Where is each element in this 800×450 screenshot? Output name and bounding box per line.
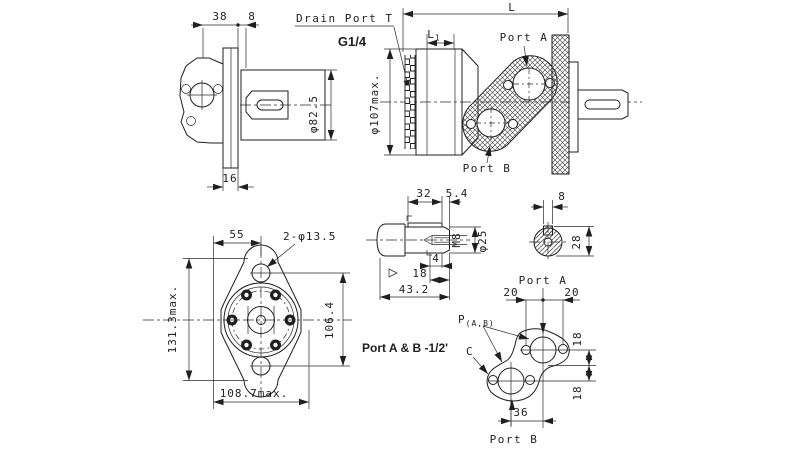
dim-36-label: 36 xyxy=(513,406,528,419)
dim-holes-label: 2-φ13.5 xyxy=(283,230,336,243)
dim-131-3: 131.3max. xyxy=(166,259,248,381)
dim-dia-82-5: φ82.5 xyxy=(307,70,337,140)
port-size-note: Port A & B -1/2' xyxy=(362,341,448,355)
dim-key-8-label: 8 xyxy=(558,190,566,203)
callout-mount-holes: 2-φ13.5 xyxy=(267,230,336,267)
shaft-outline xyxy=(405,227,450,253)
thread-callout: M8 xyxy=(450,232,468,248)
dim-8: 8 xyxy=(248,10,256,23)
port-a-label: Port A xyxy=(519,274,568,287)
side-mount-plate xyxy=(223,48,238,168)
c-callout: C xyxy=(466,345,488,374)
port-flange-outline xyxy=(487,329,569,401)
key-section-view: 8 28 xyxy=(529,190,594,262)
drain-port-callout: Drain Port T G1/4 xyxy=(295,12,410,90)
body-bolts xyxy=(226,289,296,351)
side-port-flange-outline xyxy=(180,58,223,143)
dim-L1: L1 xyxy=(427,28,454,49)
dim-18-upper-label: 18 xyxy=(571,331,584,346)
drain-gear-section xyxy=(404,55,416,149)
dim-20-right-label: 20 xyxy=(564,286,579,299)
dim-key-8: 8 xyxy=(531,190,568,224)
output-shaft xyxy=(578,90,628,119)
port-a-bolt-hole xyxy=(504,81,513,90)
port-b-label: Port B xyxy=(490,433,539,446)
main-port-b-label: Port B xyxy=(463,162,512,175)
dim-dia-107: φ107max. xyxy=(368,49,416,155)
tapped-hole-m8 xyxy=(424,236,450,245)
finish-mark xyxy=(389,269,397,277)
side-shaft xyxy=(246,91,288,119)
dim-36: 36 xyxy=(498,400,556,426)
dim-38-8: 38 8 xyxy=(191,10,259,68)
main-port-a-label: Port A xyxy=(500,31,549,44)
dim-32-5-4: 32 5.4 xyxy=(408,187,469,229)
dim-28: 28 xyxy=(554,227,594,257)
c-label: C xyxy=(466,345,474,358)
motor-body xyxy=(416,49,462,155)
dim-dia-25-label: φ25 xyxy=(476,230,489,253)
drain-port-label: Drain Port T xyxy=(296,12,393,25)
dim-18-label: 18 xyxy=(412,267,427,280)
port-a-bolt xyxy=(559,345,568,354)
dim-106-4-label: 106.4 xyxy=(323,301,336,339)
dim-L: L xyxy=(403,1,568,52)
shaft-detail-view: 32 5.4 M8 φ25 4 18 43 xyxy=(366,187,489,301)
dim-dia-25: φ25 xyxy=(450,227,489,253)
dim-28-label: 28 xyxy=(570,234,583,249)
port-b-arrow xyxy=(509,399,515,410)
dim-18-lower-label: 18 xyxy=(571,385,584,400)
chamfer-mark xyxy=(407,216,412,221)
front-view: 55 2-φ13.5 131.3max. 106.4 108.7max. xyxy=(143,228,352,409)
shaft-hub xyxy=(569,62,578,152)
dim-L1-label: L1 xyxy=(427,28,440,43)
side-view: 38 8 φ82.5 16 xyxy=(180,10,337,191)
flange-outline xyxy=(221,245,301,397)
side-bolt-hole xyxy=(187,117,196,126)
port-b-bolt xyxy=(489,376,498,385)
dim-dia-82-5-label: φ82.5 xyxy=(307,95,320,133)
p-label: P(A,B) xyxy=(458,313,495,328)
dim-16: 16 xyxy=(207,168,254,191)
p-callout: P(A,B) xyxy=(458,313,529,362)
mount-flange-section xyxy=(552,35,569,174)
dim-55-label: 55 xyxy=(229,228,244,241)
shaft-shoulder xyxy=(377,224,405,256)
drain-thread-label: G1/4 xyxy=(338,34,367,49)
dim-4-18-43: 4 18 43.2 xyxy=(380,252,452,301)
dim-106-4: 106.4 xyxy=(271,273,350,366)
dim-131-3-label: 131.3max. xyxy=(166,285,179,354)
dim-32-label: 32 xyxy=(416,187,431,200)
dim-108-7-label: 108.7max. xyxy=(220,387,289,400)
dim-5-4-label: 5.4 xyxy=(446,187,469,200)
dim-20-left-label: 20 xyxy=(503,286,518,299)
dim-18-18: 18 18 xyxy=(571,331,593,401)
port-b-bolt-hole xyxy=(467,120,476,129)
port-b-bolt-hole xyxy=(509,120,518,129)
port-face-view: Port A 20 20 P(A,B) xyxy=(362,274,596,446)
dim-43-2-label: 43.2 xyxy=(399,283,430,296)
dim-16-label: 16 xyxy=(222,172,237,185)
side-bolt-hole xyxy=(182,85,191,94)
main-view: L L1 φ107max. Port A Port B xyxy=(368,1,642,175)
dim-38: 38 xyxy=(212,10,227,23)
dim-108-7: 108.7max. xyxy=(213,330,310,409)
port-a-arrow xyxy=(540,323,546,334)
port-b-bolt xyxy=(526,376,535,385)
shaft-keyway xyxy=(585,100,620,109)
dim-4-label: 4 xyxy=(432,252,440,265)
dim-dia-107-label: φ107max. xyxy=(368,74,381,135)
thread-label: M8 xyxy=(450,232,463,247)
shaft-key xyxy=(408,223,442,227)
dim-L-label: L xyxy=(508,1,516,14)
